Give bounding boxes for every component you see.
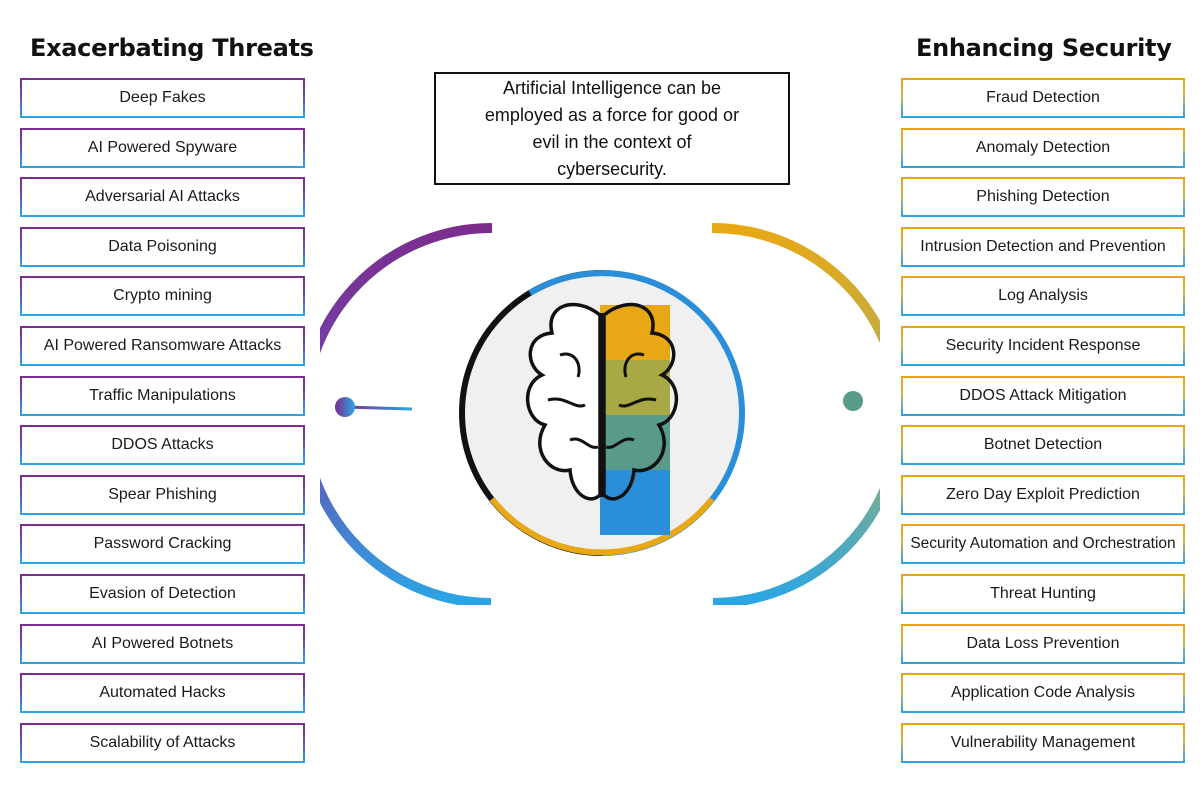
security-item: Vulnerability Management <box>901 722 1185 763</box>
caption-box: Artificial Intelligence can be employed … <box>434 72 790 185</box>
threat-label: Crypto mining <box>113 287 212 305</box>
security-item: Security Incident Response <box>901 325 1185 366</box>
threat-item: DDOS Attacks <box>20 425 305 466</box>
security-item: Phishing Detection <box>901 177 1185 218</box>
left-connector-line <box>344 405 413 411</box>
threat-label: Automated Hacks <box>99 684 226 702</box>
threat-item: AI Powered Ransomware Attacks <box>20 325 305 366</box>
security-label: Botnet Detection <box>983 436 1103 454</box>
security-label: Fraud Detection <box>986 89 1100 106</box>
threat-label: Password Cracking <box>93 535 232 553</box>
threats-heading: Exacerbating Threats <box>30 34 314 62</box>
threats-list: Deep Fakes AI Powered Spyware Adversaria… <box>20 78 305 772</box>
security-item: Anomaly Detection <box>901 127 1185 168</box>
security-item: Zero Day Exploit Prediction <box>901 474 1185 515</box>
caption-text: Artificial Intelligence can be employed … <box>484 77 740 179</box>
right-connector-dot <box>843 391 863 411</box>
threat-item: Data Poisoning <box>20 226 305 267</box>
security-label: Anomaly Detection <box>975 138 1111 156</box>
threat-item: Spear Phishing <box>20 474 305 515</box>
threat-label: AI Powered Botnets <box>91 634 234 652</box>
left-outer-arc <box>320 222 493 605</box>
threat-label: AI Powered Spyware <box>87 138 238 156</box>
security-heading: Enhancing Security <box>916 34 1172 62</box>
security-list: Fraud Detection Anomaly Detection Phishi… <box>901 78 1185 772</box>
inner-ring-bottom <box>489 497 715 556</box>
threat-item: Traffic Manipulations <box>20 375 305 416</box>
right-outer-arc <box>711 222 880 605</box>
threat-item: Deep Fakes <box>20 78 305 118</box>
threat-item: Scalability of Attacks <box>20 722 305 763</box>
threat-item: AI Powered Botnets <box>20 623 305 664</box>
security-item: Intrusion Detection and Prevention <box>901 226 1185 267</box>
security-label: Intrusion Detection and Prevention <box>920 237 1166 255</box>
threat-label: Data Poisoning <box>108 237 217 255</box>
threat-label: Spear Phishing <box>108 485 217 503</box>
security-label: Zero Day Exploit Prediction <box>946 485 1140 503</box>
threat-item: Adversarial AI Attacks <box>20 177 305 218</box>
security-label: Data Loss Prevention <box>966 634 1120 652</box>
security-item: Security Automation and Orchestration <box>901 524 1185 565</box>
security-item: Log Analysis <box>901 276 1185 317</box>
threat-label: Adversarial AI Attacks <box>85 188 240 206</box>
threat-label: DDOS Attacks <box>111 436 214 454</box>
threat-item: AI Powered Spyware <box>20 127 305 168</box>
security-label: Threat Hunting <box>990 584 1096 602</box>
threat-item: Crypto mining <box>20 276 305 317</box>
security-item: Application Code Analysis <box>901 673 1185 714</box>
brain-hub <box>320 222 880 605</box>
security-item: Threat Hunting <box>901 573 1185 614</box>
brain-icon <box>525 302 679 535</box>
security-label: Phishing Detection <box>976 188 1110 206</box>
left-connector-dot <box>335 397 355 417</box>
security-item: Data Loss Prevention <box>901 623 1185 664</box>
inner-ring-top <box>528 270 676 296</box>
threat-label: Traffic Manipulations <box>89 386 236 404</box>
threat-label: Scalability of Attacks <box>89 733 236 751</box>
security-label: Log Analysis <box>998 287 1088 305</box>
security-label: Vulnerability Management <box>950 733 1136 751</box>
security-item: Botnet Detection <box>901 425 1185 466</box>
threat-label: AI Powered Ransomware Attacks <box>43 336 282 354</box>
security-label: DDOS Attack Mitigation <box>959 386 1127 404</box>
threat-item: Evasion of Detection <box>20 573 305 614</box>
threat-item: Automated Hacks <box>20 673 305 714</box>
threat-label: Evasion of Detection <box>89 584 236 602</box>
security-item: DDOS Attack Mitigation <box>901 375 1185 416</box>
security-label: Application Code Analysis <box>950 684 1136 702</box>
threat-item: Password Cracking <box>20 524 305 565</box>
threat-label: Deep Fakes <box>119 89 206 106</box>
security-label: Security Automation and Orchestration <box>910 535 1176 553</box>
security-label: Security Incident Response <box>945 336 1141 354</box>
security-item: Fraud Detection <box>901 78 1185 118</box>
